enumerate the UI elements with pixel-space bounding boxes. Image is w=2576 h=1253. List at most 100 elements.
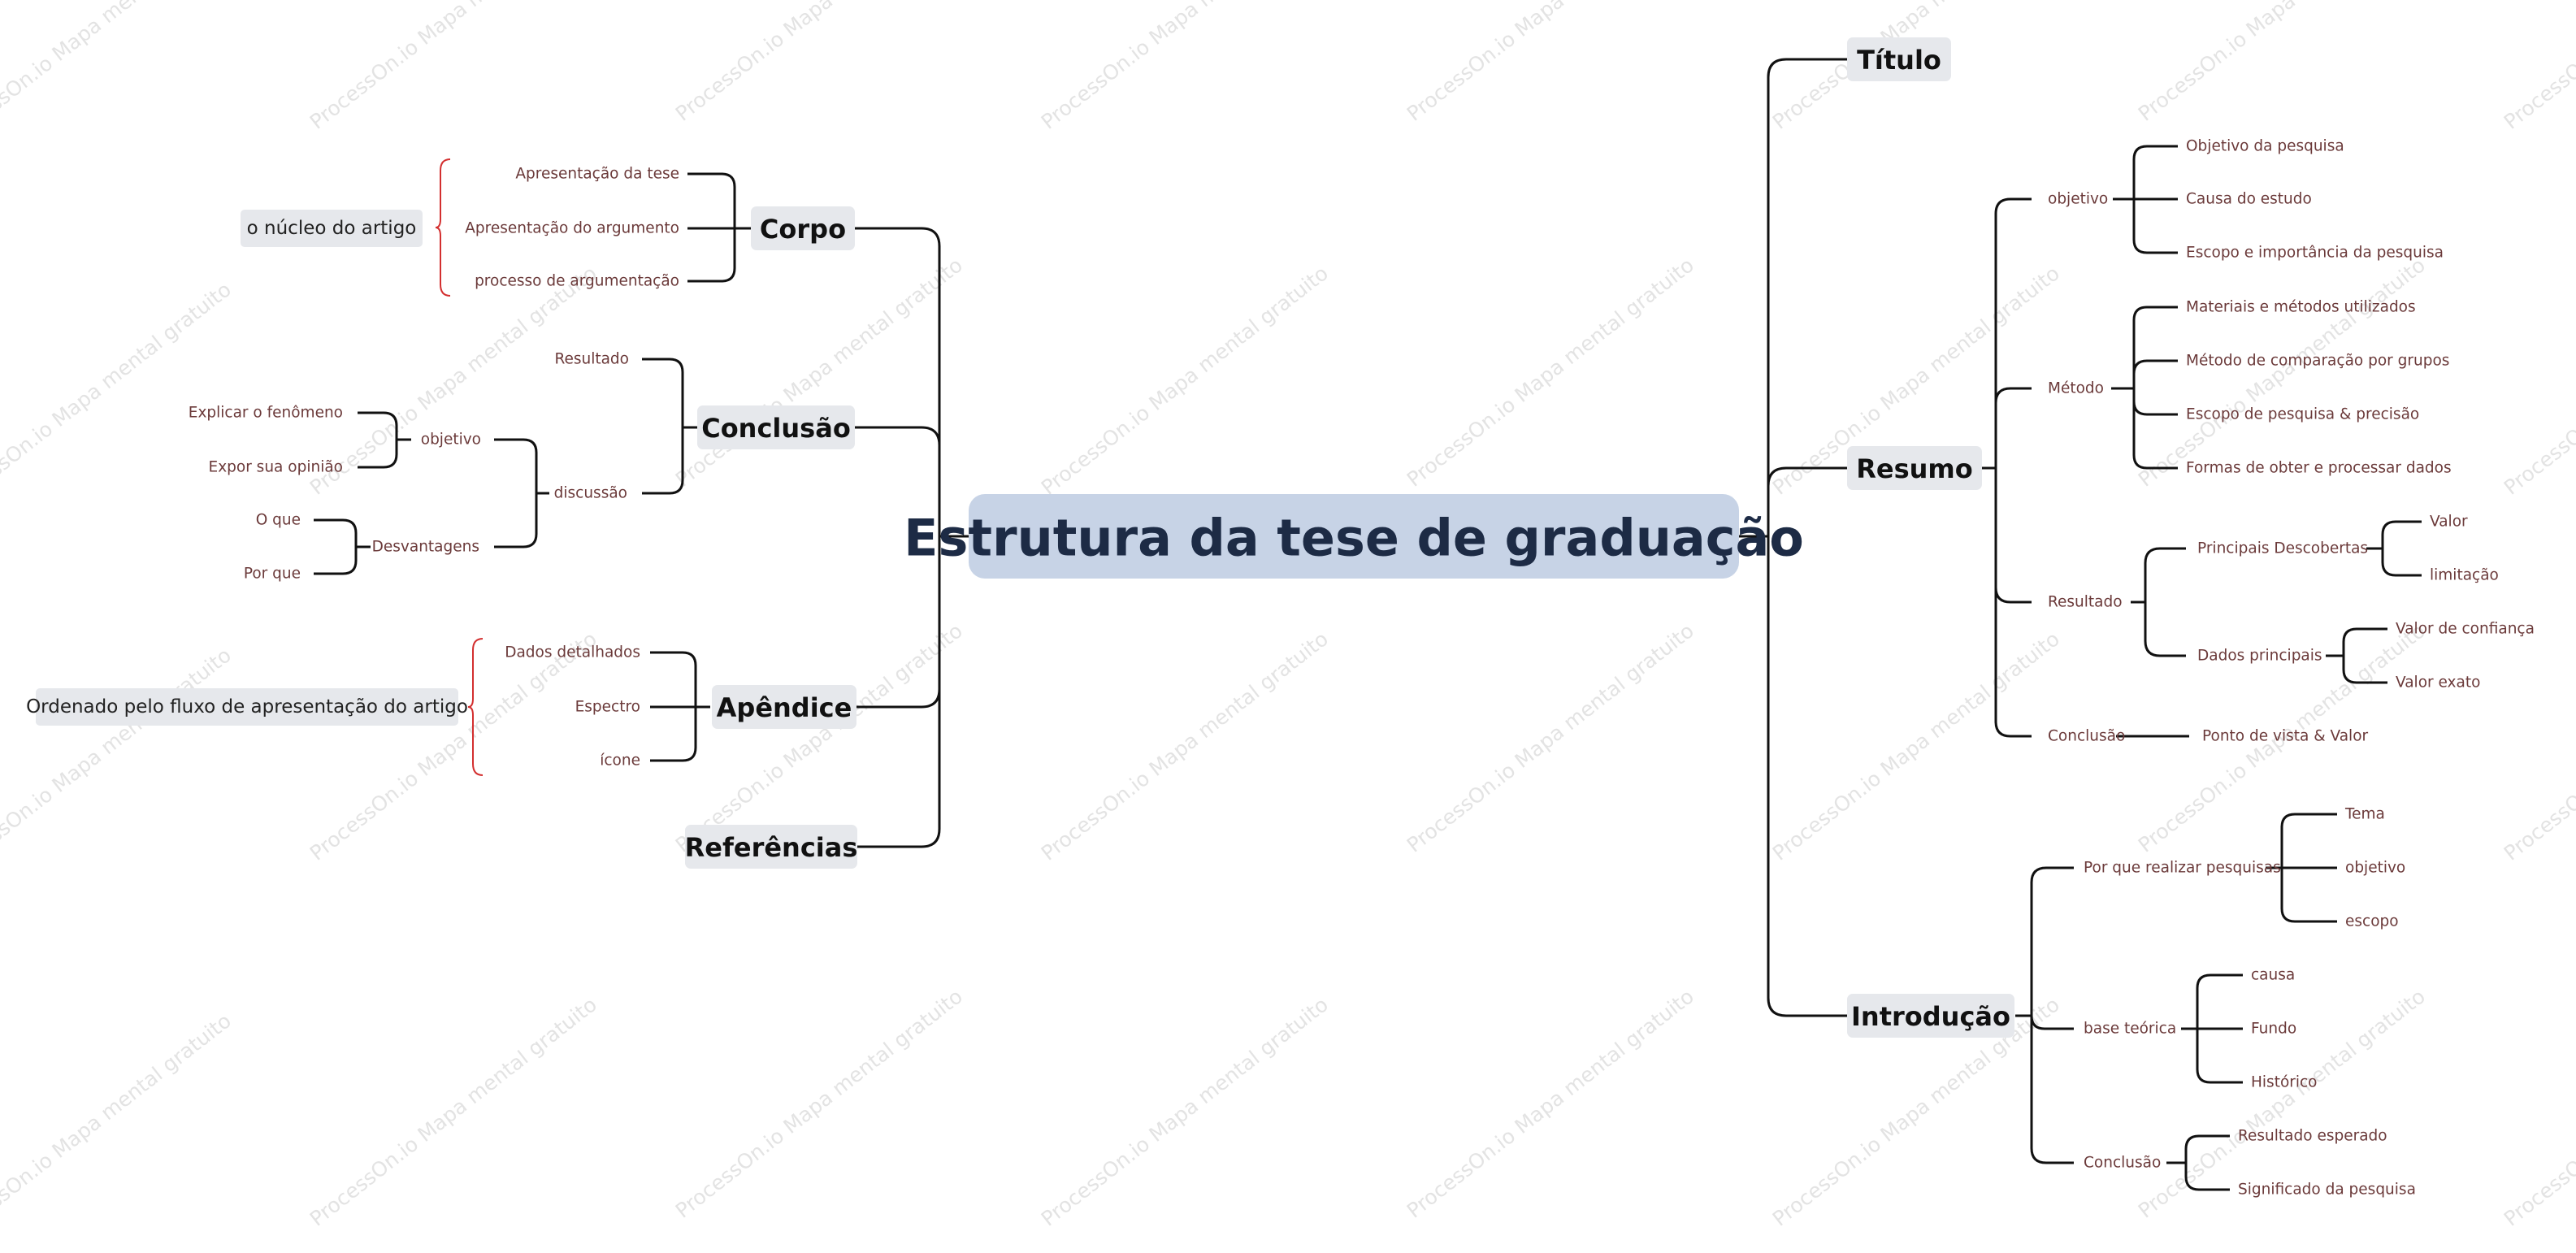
node-icone[interactable]: ícone bbox=[600, 752, 640, 770]
connector-line bbox=[857, 536, 941, 848]
node-metodo-de-comparacao-por-grupos[interactable]: Método de comparação por grupos bbox=[2186, 353, 2449, 370]
watermark-text: ProcessOn.io Mapa mental gratuito bbox=[671, 984, 967, 1222]
node-valor[interactable]: Valor bbox=[2430, 514, 2468, 531]
node-explicar-o-fenomeno[interactable]: Explicar o fenômeno bbox=[189, 405, 343, 422]
node-conclusao[interactable]: Conclusão bbox=[2084, 1155, 2161, 1172]
node-resultado[interactable]: Resultado bbox=[2048, 594, 2123, 611]
connector-line bbox=[2342, 627, 2387, 656]
node-formas-de-obter-e-processar-dados[interactable]: Formas de obter e processar dados bbox=[2186, 460, 2452, 477]
node-expor-sua-opiniao[interactable]: Expor sua opinião bbox=[209, 459, 344, 476]
topic-box bbox=[1847, 446, 1982, 490]
node-por-que-realizar-pesquisas[interactable]: Por que realizar pesquisas bbox=[2084, 860, 2281, 877]
topic-introducao[interactable]: Introdução bbox=[1851, 1001, 2010, 1032]
node-apresentacao-do-argumento[interactable]: Apresentação do argumento bbox=[465, 220, 679, 237]
node-dados-principais[interactable]: Dados principais bbox=[2197, 648, 2322, 665]
watermark-text: ProcessOn.io Mapa mental gratuito bbox=[2500, 626, 2576, 865]
connector-line bbox=[1994, 468, 2032, 738]
node-por-que[interactable]: Por que bbox=[244, 566, 301, 583]
connector-line bbox=[1994, 468, 2032, 604]
connector-line bbox=[314, 518, 358, 547]
root-topic[interactable]: Estrutura da tese de graduação bbox=[904, 509, 1804, 568]
node-principais-descobertas[interactable]: Principais Descobertas bbox=[2197, 540, 2368, 557]
node-objetivo[interactable]: objetivo bbox=[2048, 191, 2108, 208]
note-box bbox=[241, 210, 423, 247]
node-desvantagens[interactable]: Desvantagens bbox=[372, 539, 479, 556]
watermark-text: ProcessOn.io Mapa mental gratuito bbox=[1403, 618, 1698, 856]
node-escopo-de-pesquisa-precisao[interactable]: Escopo de pesquisa & precisão bbox=[2186, 406, 2419, 423]
connector-line bbox=[2132, 306, 2178, 388]
node-espectro[interactable]: Espectro bbox=[575, 699, 640, 716]
connector-line bbox=[494, 493, 538, 548]
connector-line bbox=[855, 426, 941, 536]
node-escopo-e-importancia-da-pesquisa[interactable]: Escopo e importância da pesquisa bbox=[2186, 245, 2444, 262]
connector-line bbox=[855, 227, 941, 536]
connector-line bbox=[1994, 387, 2032, 468]
watermark-text: ProcessOn.io Mapa mental gratuito bbox=[0, 277, 236, 515]
node-metodo[interactable]: Método bbox=[2048, 380, 2104, 397]
node-resultado-esperado[interactable]: Resultado esperado bbox=[2238, 1128, 2387, 1145]
connector-line bbox=[2381, 520, 2422, 548]
node-processo-de-argumentacao[interactable]: processo de argumentação bbox=[475, 273, 679, 290]
topic-box bbox=[1847, 994, 2014, 1038]
topic-referencias[interactable]: Referências bbox=[685, 832, 858, 863]
node-valor-exato[interactable]: Valor exato bbox=[2396, 674, 2480, 692]
node-base-teorica[interactable]: base teórica bbox=[2084, 1021, 2176, 1038]
connector-line bbox=[2030, 1016, 2074, 1164]
topic-corpo[interactable]: Corpo bbox=[760, 214, 846, 245]
node-ponto-de-vista-valor[interactable]: Ponto de vista & Valor bbox=[2202, 728, 2369, 745]
connector-line bbox=[642, 358, 684, 427]
node-apresentacao-da-tese[interactable]: Apresentação da tese bbox=[515, 166, 679, 183]
note-box bbox=[36, 688, 458, 726]
node-valor-de-confianca[interactable]: Valor de confiança bbox=[2396, 621, 2535, 638]
connector-line bbox=[2132, 359, 2178, 388]
node-limitacao[interactable]: limitação bbox=[2430, 567, 2499, 584]
topic-box bbox=[685, 825, 857, 869]
connector-line bbox=[2381, 548, 2422, 577]
watermark-text: ProcessOn.io Mapa mental gratuito bbox=[306, 992, 601, 1230]
connector-line bbox=[314, 547, 358, 575]
connector-line bbox=[1767, 466, 1847, 536]
node-fundo[interactable]: Fundo bbox=[2251, 1021, 2296, 1038]
node-o-que[interactable]: O que bbox=[256, 512, 301, 529]
watermark-text: ProcessOn.io Mapa mental gratuito bbox=[306, 626, 601, 865]
node-tema[interactable]: Tema bbox=[2344, 806, 2385, 823]
node-resultado[interactable]: Resultado bbox=[554, 351, 629, 368]
topic-box bbox=[697, 405, 855, 449]
note-corpo[interactable]: o núcleo do artigo bbox=[247, 218, 417, 239]
node-causa[interactable]: causa bbox=[2251, 967, 2295, 984]
topic-titulo[interactable]: Título bbox=[1857, 45, 1941, 76]
node-layer: Estrutura da tese de graduação TítuloResu… bbox=[26, 37, 2535, 1199]
watermark-text: ProcessOn.io Mapa mental gratuito bbox=[671, 253, 967, 491]
summary-brace bbox=[467, 638, 484, 776]
node-historico[interactable]: Histórico bbox=[2251, 1074, 2318, 1091]
topic-resumo[interactable]: Resumo bbox=[1856, 453, 1973, 484]
topic-apendice[interactable]: Apêndice bbox=[717, 692, 852, 723]
connector-line bbox=[2132, 145, 2178, 199]
node-objetivo[interactable]: objetivo bbox=[2345, 860, 2405, 877]
watermark-text: ProcessOn.io Mapa mental gratuito bbox=[306, 261, 601, 499]
connector-line bbox=[2132, 199, 2178, 254]
watermark-text: ProcessOn.io Mapa mental gratuito bbox=[1403, 253, 1698, 491]
node-dados-detalhados[interactable]: Dados detalhados bbox=[505, 644, 640, 661]
note-apendice[interactable]: Ordenado pelo fluxo de apresentação do a… bbox=[26, 696, 468, 718]
node-conclusao[interactable]: Conclusão bbox=[2048, 728, 2125, 745]
node-materiais-e-metodos-utilizados[interactable]: Materiais e métodos utilizados bbox=[2186, 299, 2416, 316]
topic-conclusao[interactable]: Conclusão bbox=[701, 413, 851, 444]
watermark-text: ProcessOn.io Mapa mental gratuito bbox=[1037, 992, 1333, 1230]
watermark-text: ProcessOn.io Mapa mental gratuito bbox=[2500, 992, 2576, 1230]
node-discussao[interactable]: discussão bbox=[554, 485, 627, 502]
watermark-text: ProcessOn.io Mapa mental gratuito bbox=[2134, 253, 2430, 491]
node-escopo[interactable]: escopo bbox=[2345, 913, 2399, 930]
node-objetivo-da-pesquisa[interactable]: Objetivo da pesquisa bbox=[2186, 138, 2344, 155]
connector-line bbox=[650, 707, 697, 762]
node-significado-da-pesquisa[interactable]: Significado da pesquisa bbox=[2238, 1181, 2416, 1199]
connector-line bbox=[1767, 536, 1847, 1017]
watermark-text: ProcessOn.io Mapa mental gratuito bbox=[1037, 626, 1333, 865]
node-causa-do-estudo[interactable]: Causa do estudo bbox=[2186, 191, 2312, 208]
node-objetivo[interactable]: objetivo bbox=[421, 431, 481, 449]
connector-line bbox=[642, 427, 684, 495]
summary-brace bbox=[435, 158, 451, 297]
